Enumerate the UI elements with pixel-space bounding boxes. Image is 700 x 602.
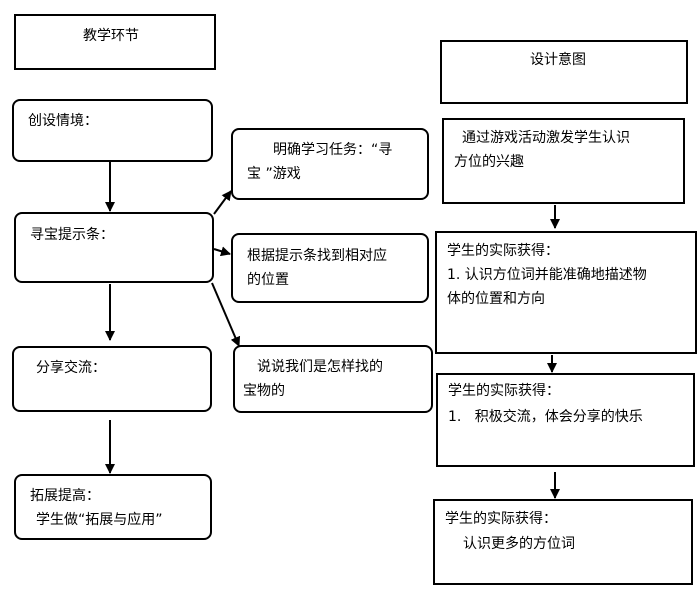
task-find-position: 根据提示条找到相对应 的位置: [231, 233, 429, 303]
step-treasure-hint-label: 寻宝提示条：: [30, 227, 114, 243]
intent-stimulate-interest: 通过游戏活动激发学生认识 方位的兴趣: [442, 118, 685, 204]
gain-box-3: 学生的实际获得： 认识更多的方位词: [433, 499, 693, 585]
step-extension-label-1: 拓展提高：: [30, 488, 100, 504]
step-create-situation: 创设情境：: [12, 99, 213, 162]
task-clarify-line-2: 宝 ”游戏: [247, 166, 301, 182]
right-header-box: 设计意图: [440, 40, 688, 104]
arrow-step2-to-task3: [211, 282, 241, 347]
step-share-exchange: 分享交流：: [12, 346, 212, 412]
intent-line-2: 方位的兴趣: [454, 154, 524, 170]
gain-2-line-1: 1. 积极交流，体会分享的快乐: [448, 409, 643, 425]
task-find-position-line-2: 的位置: [247, 272, 289, 288]
task-explain-find: 说说我们是怎样找的 宝物的: [233, 345, 433, 413]
gain-3-title: 学生的实际获得：: [445, 511, 557, 527]
gain-2-title: 学生的实际获得：: [448, 383, 560, 399]
left-header-label: 教学环节: [83, 28, 139, 44]
step-treasure-hint: 寻宝提示条：: [14, 212, 214, 283]
step-extension: 拓展提高： 学生做“拓展与应用”: [14, 474, 212, 540]
step-create-situation-label: 创设情境：: [28, 113, 98, 129]
arrow-step2-to-task1: [213, 190, 232, 215]
gain-3-line-1: 认识更多的方位词: [463, 536, 575, 552]
arrow-step2-to-task2: [213, 246, 231, 257]
task-find-position-line-1: 根据提示条找到相对应: [247, 248, 387, 264]
task-explain-find-line-1: 说说我们是怎样找的: [257, 359, 383, 375]
step-share-exchange-label: 分享交流：: [36, 360, 106, 376]
gain-box-2: 学生的实际获得： 1. 积极交流，体会分享的快乐: [436, 373, 695, 467]
left-header-box: 教学环节: [14, 14, 216, 70]
gain-1-line-2: 体的位置和方向: [447, 291, 545, 307]
task-clarify: 明确学习任务：“寻 宝 ”游戏: [231, 128, 429, 200]
step-extension-label-2: 学生做“拓展与应用”: [36, 512, 163, 528]
gain-1-title: 学生的实际获得：: [447, 243, 559, 259]
intent-line-1: 通过游戏活动激发学生认识: [462, 130, 630, 146]
task-explain-find-line-2: 宝物的: [243, 383, 285, 399]
gain-box-1: 学生的实际获得： 1. 认识方位词并能准确地描述物 体的位置和方向: [435, 231, 697, 354]
task-clarify-line-1: 明确学习任务：“寻: [273, 142, 393, 158]
gain-1-line-1: 1. 认识方位词并能准确地描述物: [447, 267, 647, 283]
right-header-label: 设计意图: [530, 52, 586, 68]
